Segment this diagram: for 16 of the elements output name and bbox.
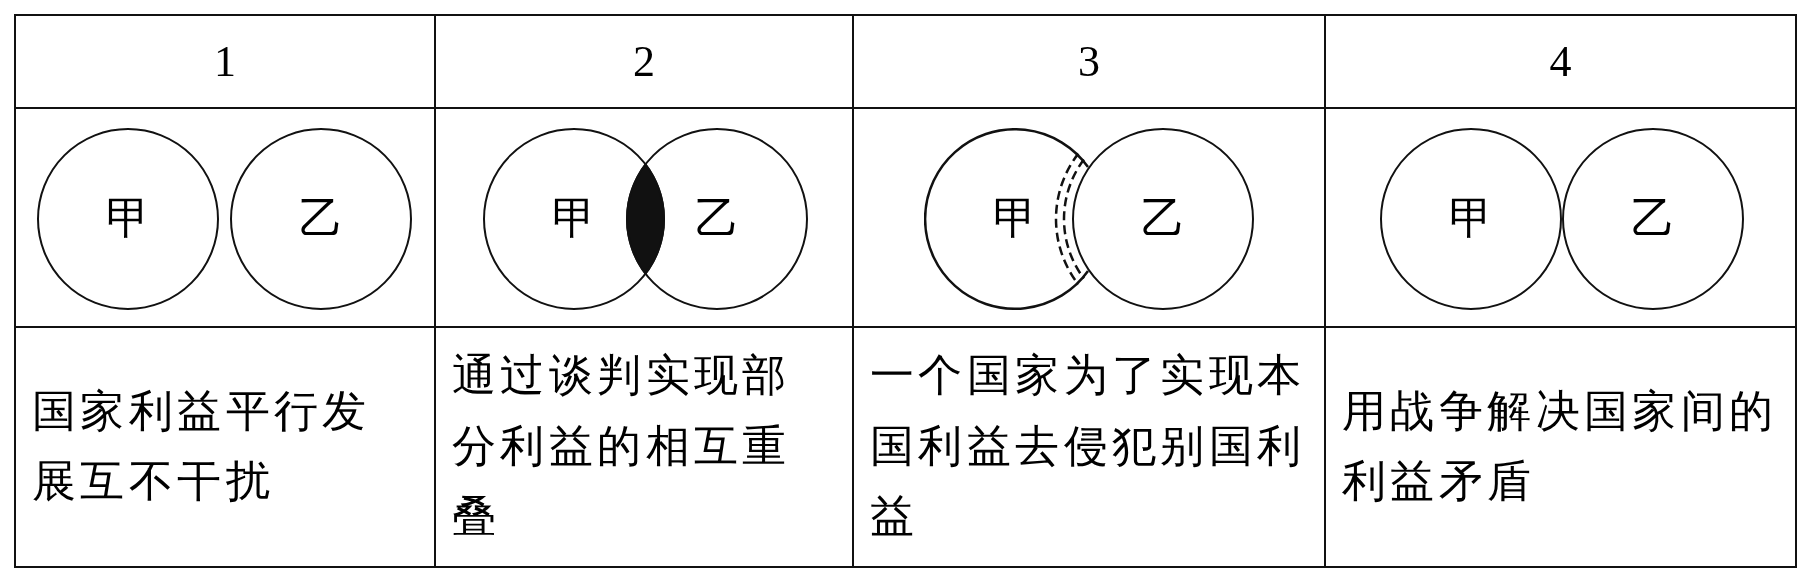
circle-label: 甲 <box>106 197 150 241</box>
column-number: 1 <box>214 39 236 84</box>
circle-label: 甲 <box>1449 197 1493 241</box>
column-number: 2 <box>633 39 655 84</box>
description-text: 国家利益平行发展互不干扰 <box>32 385 372 508</box>
description-text: 通过谈判实现部分利益的相互重叠 <box>452 350 792 544</box>
circle-label: 乙 <box>695 197 739 241</box>
description-text: 用战争解决国家间的利益矛盾 <box>1342 385 1779 508</box>
column-number: 4 <box>1549 39 1572 84</box>
circle-label: 甲 <box>993 197 1037 241</box>
circle-label: 甲 <box>552 197 596 241</box>
column-number: 3 <box>1078 39 1100 84</box>
circle-label: 乙 <box>299 197 343 241</box>
circle-label: 乙 <box>1141 197 1185 241</box>
circle-label: 乙 <box>1631 197 1675 241</box>
description-text: 一个国家为了实现本国利益去侵犯别国利益 <box>870 350 1307 544</box>
